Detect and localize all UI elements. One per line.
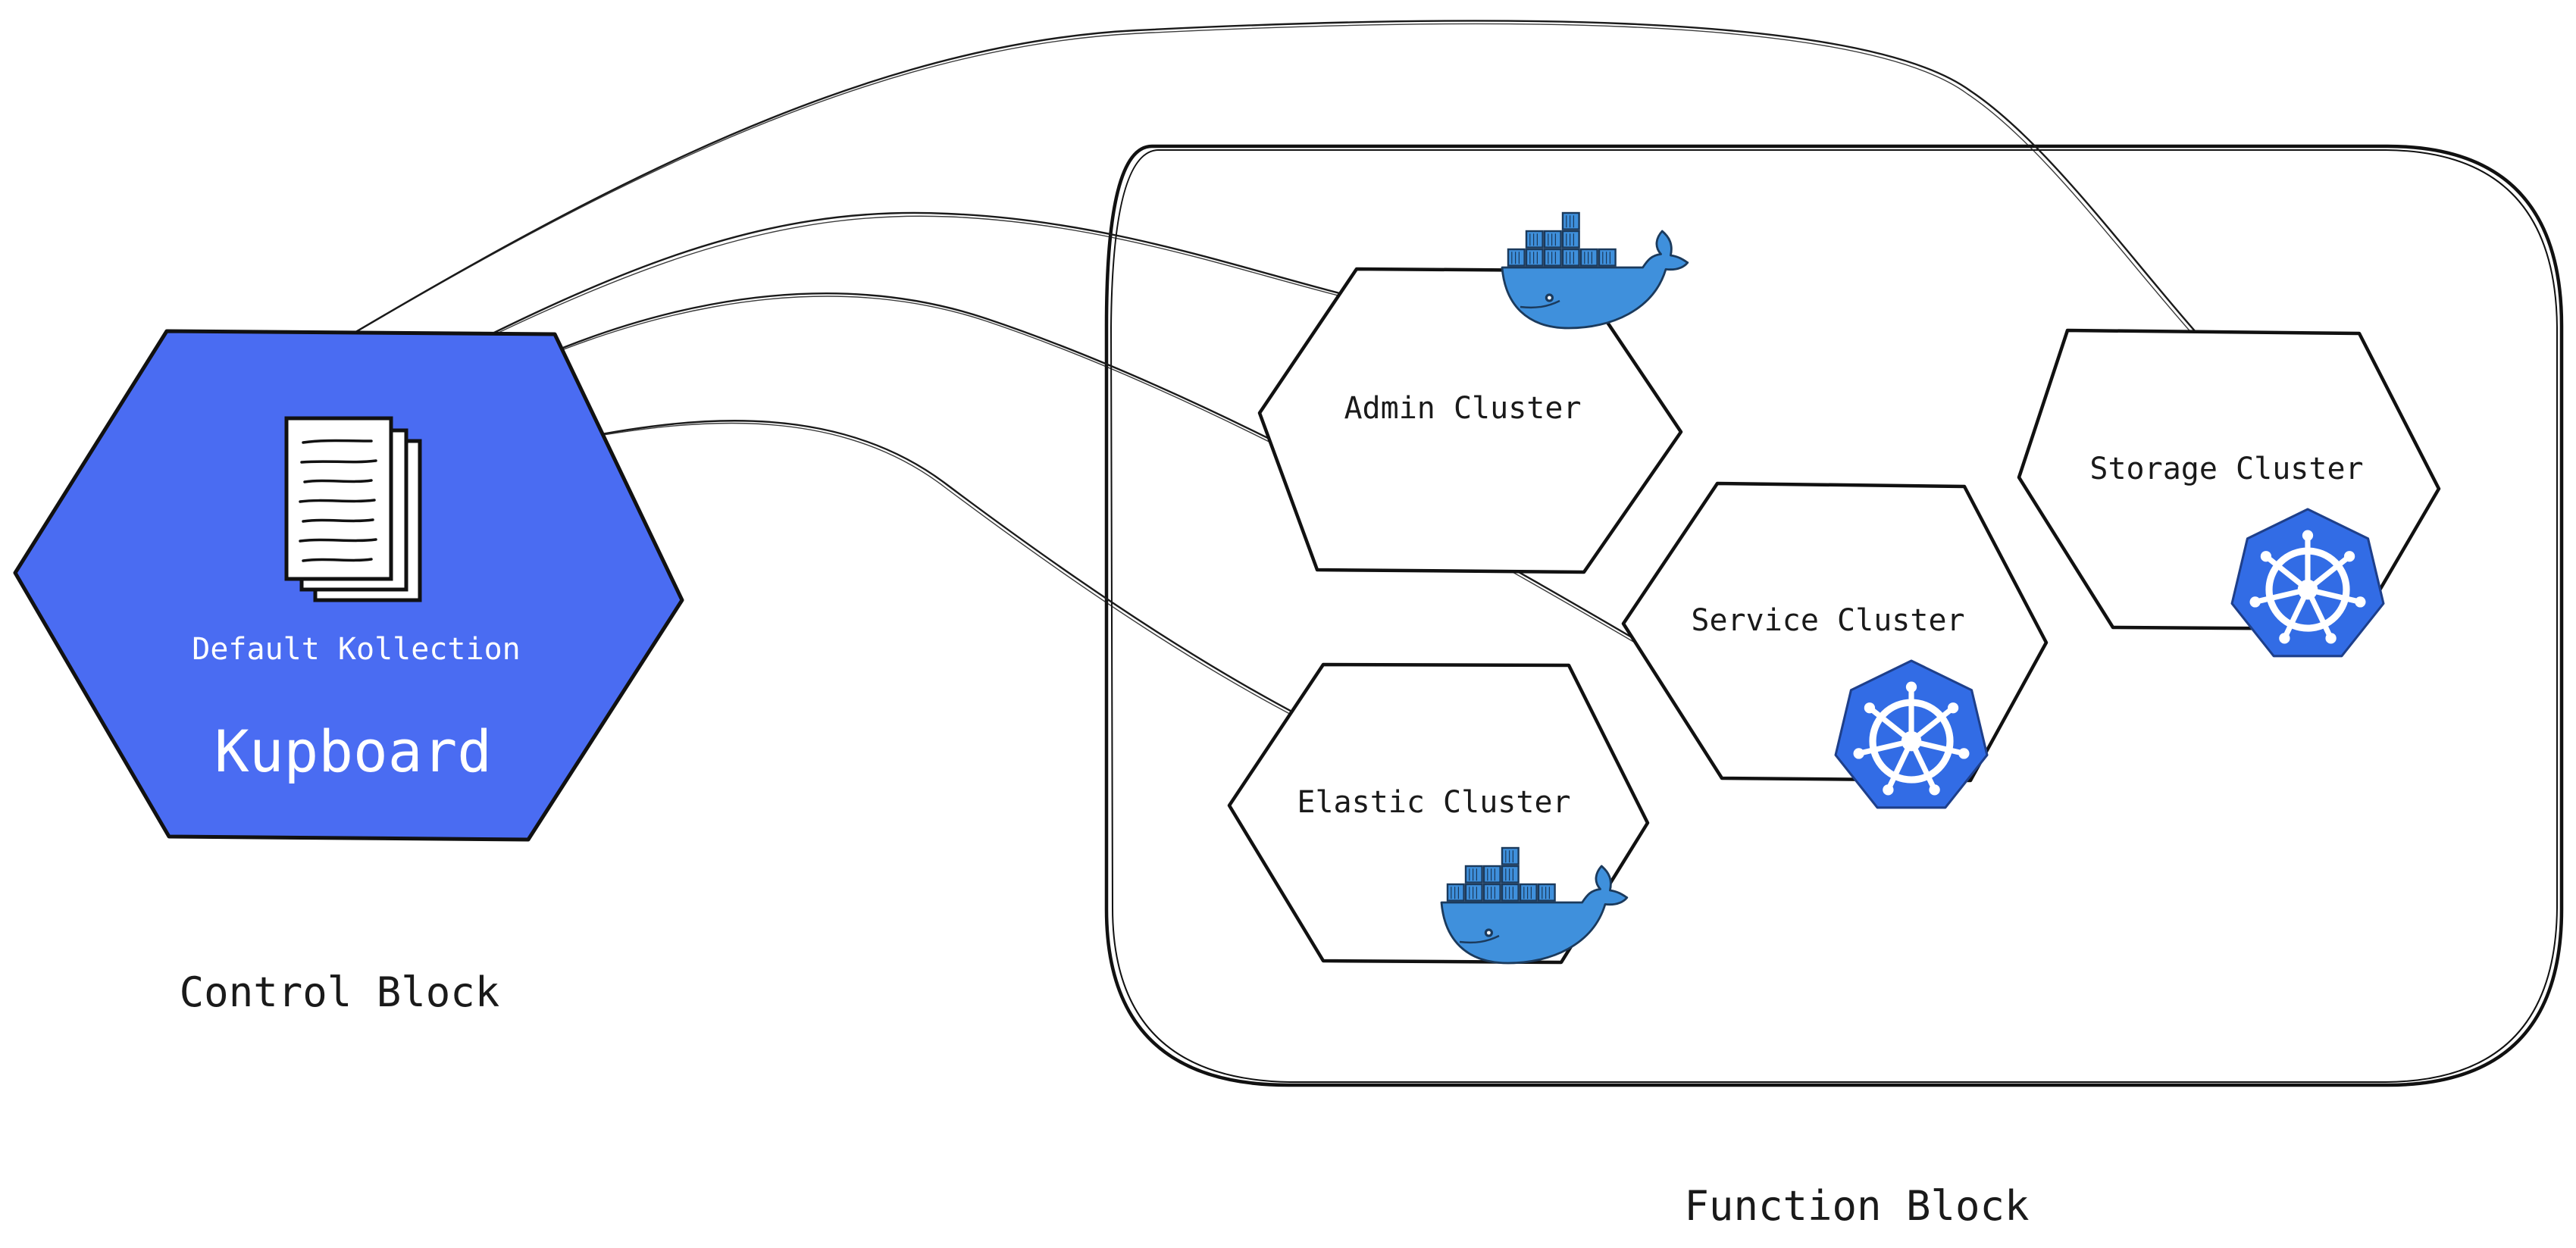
elastic-cluster: Elastic Cluster — [1227, 662, 1650, 965]
admin-cluster-label: Admin Cluster — [1344, 391, 1581, 426]
elastic-cluster-label: Elastic Cluster — [1297, 785, 1570, 820]
function-block-container — [1104, 144, 2564, 1087]
service-cluster-label: Service Cluster — [1691, 603, 1964, 638]
kupboard-hub: Default Kollection Kupboard — [13, 329, 684, 842]
admin-cluster: Admin Cluster — [1257, 211, 1689, 574]
docker-icon — [1501, 211, 1689, 330]
documents-icon — [284, 416, 422, 602]
function-block-caption: Function Block — [1684, 1182, 2029, 1230]
storage-cluster: Storage Cluster — [2017, 328, 2441, 656]
storage-cluster-label: Storage Cluster — [2089, 452, 2363, 486]
hub-title: Kupboard — [214, 718, 492, 785]
hub-subtitle: Default Kollection — [192, 632, 520, 667]
control-block-caption: Control Block — [180, 968, 500, 1016]
service-cluster: Service Cluster — [1621, 481, 2049, 808]
